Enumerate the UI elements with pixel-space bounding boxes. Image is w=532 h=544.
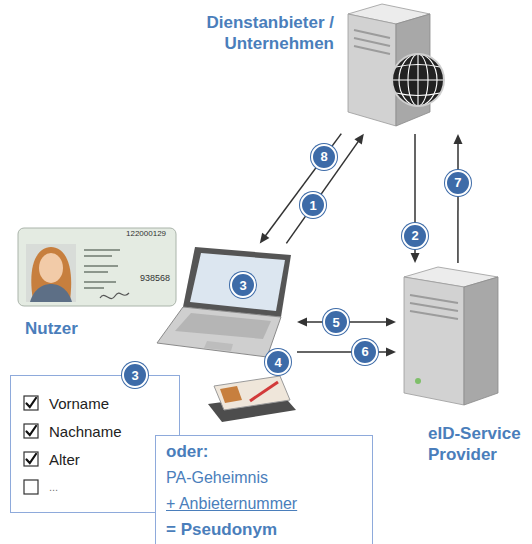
node-heading: eID-Service Provider bbox=[428, 423, 530, 466]
text-line: + Anbieternummer bbox=[166, 491, 362, 517]
step-number: 1 bbox=[300, 192, 326, 218]
connector bbox=[286, 134, 363, 244]
server-part bbox=[464, 277, 498, 405]
checklist-item: Alter bbox=[49, 451, 80, 468]
server-part bbox=[404, 277, 464, 405]
arrowhead bbox=[453, 134, 462, 144]
card-reader bbox=[208, 376, 296, 422]
server-part bbox=[354, 30, 390, 54]
checkbox-frame bbox=[24, 396, 38, 410]
server-node: eID-Service Provider bbox=[398, 265, 508, 410]
checkbox-frame bbox=[24, 424, 38, 438]
card-line bbox=[84, 255, 112, 257]
card-number: 938568 bbox=[140, 274, 170, 283]
checklist-row: ... bbox=[23, 476, 167, 498]
card-line bbox=[84, 287, 104, 289]
checklist-row: Alter bbox=[23, 448, 167, 470]
connector-line bbox=[457, 142, 459, 263]
checkbox-frame bbox=[24, 480, 38, 494]
checklist-row: Vorname bbox=[23, 392, 167, 414]
server-part bbox=[392, 54, 444, 106]
arrowhead bbox=[354, 134, 363, 145]
reader-photo bbox=[220, 386, 242, 403]
laptop-part bbox=[204, 341, 233, 351]
checkmark bbox=[27, 426, 37, 435]
checklist-row: Nachname bbox=[23, 420, 167, 442]
card-line bbox=[84, 265, 118, 267]
checklist-item: Vorname bbox=[49, 395, 109, 412]
server-part bbox=[415, 378, 421, 384]
connector bbox=[260, 134, 342, 244]
laptop-part bbox=[175, 313, 271, 339]
server-part bbox=[410, 295, 458, 319]
text-line: = Pseudonym bbox=[166, 517, 362, 543]
server-part bbox=[398, 265, 508, 410]
server-part bbox=[348, 14, 396, 126]
checkmark bbox=[27, 398, 37, 407]
connector bbox=[297, 347, 396, 356]
server-part bbox=[392, 54, 444, 106]
checkbox bbox=[23, 395, 39, 411]
server-part bbox=[340, 0, 465, 132]
checkbox bbox=[23, 479, 39, 495]
server-part bbox=[392, 54, 444, 106]
callout-number: 3 bbox=[122, 362, 148, 388]
card-lines bbox=[84, 250, 120, 288]
node-heading: Dienstanbieter / Unternehmen bbox=[164, 12, 334, 55]
laptop-part bbox=[157, 307, 281, 357]
checkbox bbox=[23, 423, 39, 439]
checklist-item: Nachname bbox=[49, 423, 122, 440]
server-part bbox=[392, 79, 444, 80]
reader-mark bbox=[250, 382, 278, 401]
card-line bbox=[84, 249, 120, 251]
server-part bbox=[396, 65, 440, 96]
callout-number: 4 bbox=[265, 349, 291, 375]
arrowhead bbox=[386, 317, 396, 326]
server-node: Dienstanbieter / Unternehmen bbox=[340, 0, 465, 132]
checkbox-frame bbox=[24, 452, 38, 466]
arrowhead bbox=[386, 347, 396, 356]
card-photo bbox=[26, 244, 76, 302]
laptop-part bbox=[183, 247, 291, 317]
callout-number: 3 bbox=[230, 272, 256, 298]
step-number: 6 bbox=[352, 339, 378, 365]
checkbox bbox=[23, 451, 39, 467]
card-number: 122000129 bbox=[126, 230, 166, 238]
checklist-item: ... bbox=[49, 481, 58, 493]
connector-line bbox=[265, 134, 342, 237]
card-line bbox=[84, 281, 116, 283]
checkmark bbox=[27, 454, 37, 463]
arrowhead bbox=[260, 233, 270, 244]
step-number: 5 bbox=[323, 309, 349, 335]
face bbox=[39, 253, 63, 283]
arrowhead bbox=[411, 253, 420, 263]
connector bbox=[453, 134, 462, 263]
laptop-part bbox=[155, 245, 295, 360]
step-number: 8 bbox=[311, 144, 337, 170]
node-heading: Nutzer bbox=[25, 318, 125, 339]
id-card bbox=[18, 228, 176, 306]
step-number: 7 bbox=[445, 170, 471, 196]
laptop-part bbox=[190, 253, 285, 311]
step-number: 2 bbox=[402, 223, 428, 249]
laptop-node: Nutzer bbox=[155, 245, 295, 360]
reader-card bbox=[214, 376, 290, 410]
text-box: oder:PA-Geheimnis+ Anbieternummer= Pseud… bbox=[155, 435, 373, 544]
text-line: oder: bbox=[166, 439, 362, 465]
signature bbox=[100, 293, 129, 299]
card-body bbox=[18, 228, 176, 306]
text-line: PA-Geheimnis bbox=[166, 465, 362, 491]
shoulders bbox=[30, 284, 72, 302]
arrowhead bbox=[297, 318, 307, 327]
card-line bbox=[84, 271, 108, 273]
